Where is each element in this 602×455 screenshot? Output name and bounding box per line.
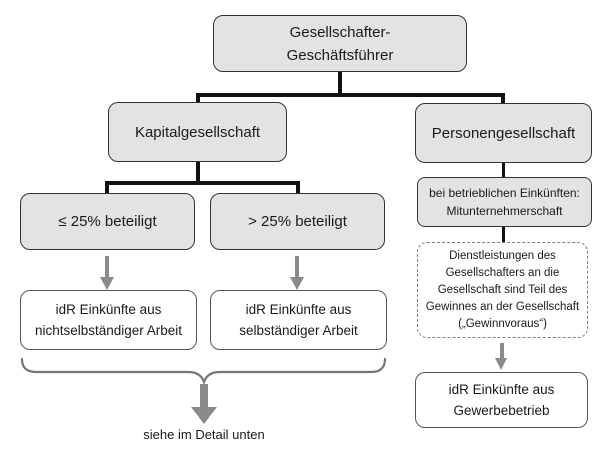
node-gewinnvoraus: Dienstleistungen des Gesellschafters an …	[417, 242, 588, 338]
node-label: Gesellschafter-	[289, 23, 391, 41]
arrow-head	[191, 407, 217, 424]
node-label: Gewerbebetrieb	[453, 403, 550, 418]
node-label: Geschäftsführer	[286, 46, 394, 64]
arrow-head	[100, 277, 114, 290]
arrow-stem	[105, 256, 109, 277]
node-le-25-beteiligt: ≤ 25% beteiligt	[20, 193, 195, 250]
connector-level1-horizontal	[196, 93, 505, 97]
node-label: Dienstleistungen des	[449, 249, 556, 262]
arrow-stem	[200, 384, 208, 407]
node-gesellschafter-geschaeftsfuehrer: Gesellschafter- Geschäftsführer	[213, 15, 467, 72]
connector-level2-horizontal	[105, 181, 300, 185]
connector-personen-1	[502, 161, 505, 178]
node-label: Personengesellschaft	[431, 124, 576, 142]
node-label: Gewinnes an der Gesellschaft	[425, 300, 580, 313]
connector-kapital-vertical	[196, 160, 200, 183]
node-label: ≤ 25% beteiligt	[58, 213, 157, 230]
footer-note: siehe im Detail unten	[143, 427, 265, 442]
node-label: selbständiger Arbeit	[239, 323, 358, 338]
node-label: > 25% beteiligt	[248, 213, 347, 230]
node-nichtselbstaendige-arbeit: idR Einkünfte aus nichtselbständiger Arb…	[20, 290, 197, 350]
arrow-head	[290, 277, 304, 290]
node-gewerbebetrieb: idR Einkünfte aus Gewerbebetrieb	[415, 372, 588, 428]
connector-root-vertical	[338, 71, 342, 95]
node-label: („Gewinnvoraus“)	[458, 317, 547, 330]
node-label: Gesellschaft sind Teil des	[437, 283, 568, 296]
node-label: idR Einkünfte aus	[245, 302, 352, 317]
down-arrow-icon	[100, 256, 114, 290]
down-arrow-icon	[495, 343, 509, 370]
arrow-stem	[295, 256, 299, 277]
node-label: Mitunternehmerschaft	[446, 204, 563, 218]
connector-personen-2	[502, 225, 505, 243]
node-gt-25-beteiligt: > 25% beteiligt	[210, 193, 385, 250]
arrow-stem	[500, 343, 504, 358]
node-selbstaendige-arbeit: idR Einkünfte aus selbständiger Arbeit	[210, 290, 387, 350]
node-label: idR Einkünfte aus	[448, 382, 555, 397]
curly-brace	[20, 357, 387, 384]
node-label: nichtselbständiger Arbeit	[34, 323, 183, 338]
node-label: Gesellschafters an die	[445, 266, 560, 279]
connector-stub-kapital	[196, 93, 200, 104]
big-down-arrow-icon	[191, 384, 217, 424]
node-mitunternehmerschaft: bei betrieblichen Einkünften: Mitunterne…	[417, 177, 592, 227]
connector-stub-le25	[105, 181, 109, 194]
node-kapitalgesellschaft: Kapitalgesellschaft	[108, 102, 287, 162]
node-label: idR Einkünfte aus	[55, 302, 162, 317]
connector-stub-gt25	[296, 181, 300, 194]
node-label: Kapitalgesellschaft	[134, 123, 261, 141]
node-personengesellschaft: Personengesellschaft	[415, 103, 592, 163]
connector-stub-personen	[501, 93, 505, 105]
down-arrow-icon	[290, 256, 304, 290]
arrow-head	[495, 358, 507, 370]
node-label: bei betrieblichen Einkünften:	[429, 186, 580, 200]
